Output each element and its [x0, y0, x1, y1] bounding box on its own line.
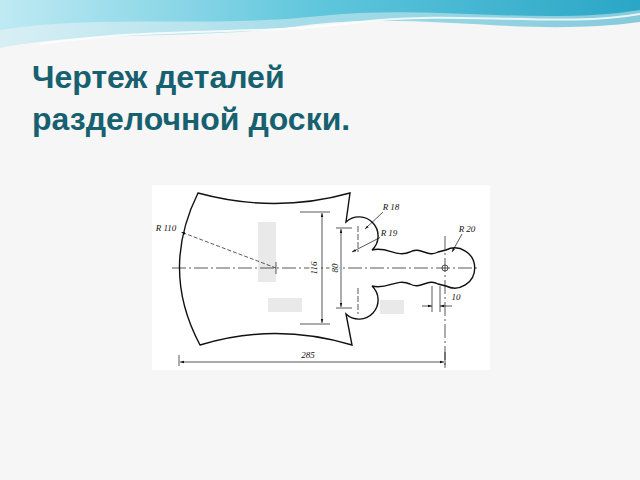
dimension-label: R 110: [155, 223, 178, 233]
dimension-label: R 20: [458, 224, 477, 234]
dimension-label: 116: [309, 261, 319, 276]
drawing-sheet: [152, 185, 490, 370]
dimension-label: 285: [300, 350, 316, 360]
board-outline: [179, 193, 474, 345]
dimension-label: R 19: [380, 228, 399, 238]
dimension-label: R 18: [382, 202, 401, 212]
slide-title: Чертеж деталей разделочной доски.: [32, 56, 412, 140]
dimension-label: 80: [329, 263, 339, 274]
dimension-label: 10: [451, 292, 462, 302]
center-lines: [172, 226, 478, 368]
dimension-lines: [179, 212, 462, 368]
header-waves: [0, 0, 640, 48]
